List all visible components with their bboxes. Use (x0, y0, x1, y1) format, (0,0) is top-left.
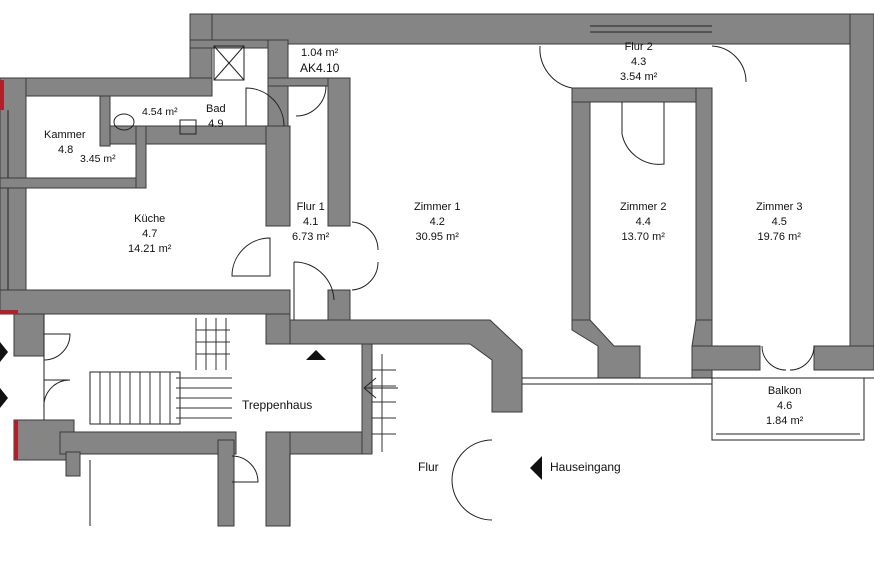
door-kueche (231, 237, 271, 277)
wall-bad-bottom (99, 125, 277, 145)
room-zimmer3-number: 4.5 (771, 216, 787, 228)
wall-right (849, 13, 874, 371)
wall-stair-bottom (59, 431, 237, 455)
wall-kammer-top (0, 77, 213, 97)
accent-left-top (0, 80, 4, 110)
wall-kueche-flur1 (265, 125, 291, 227)
wall-flur1-zimmer1 (327, 77, 351, 227)
room-flur1-name: Flur 1 (296, 201, 325, 213)
stair-outline (89, 371, 181, 425)
room-flur2-area: 3.54 m² (620, 71, 658, 83)
room-zimmer3: Zimmer 3 4.5 19.76 m² (756, 200, 802, 245)
stair-treads (99, 318, 396, 452)
wall-kammer-bottom (0, 177, 141, 189)
toilet (113, 113, 135, 131)
door-stair-left-2 (43, 379, 71, 409)
accent-left-mid (0, 310, 18, 314)
wall-flur-left (361, 343, 373, 455)
room-bad-number: 4.9 (208, 118, 224, 130)
room-bad-name: Bad (206, 103, 226, 115)
label-treppenhaus: Treppenhaus (242, 398, 313, 412)
door-ak (290, 85, 327, 117)
room-kueche-area: 14.21 m² (128, 243, 172, 255)
room-flur1: Flur 1 4.1 6.73 m² (292, 200, 329, 245)
room-zimmer2: Zimmer 2 4.4 13.70 m² (620, 200, 666, 245)
room-ak-number: AK4.10 (300, 61, 340, 75)
room-balkon: Balkon 4.6 1.84 m² (766, 384, 803, 429)
wall-kueche-top-right (135, 125, 147, 189)
room-kueche: Küche 4.7 14.21 m² (128, 212, 171, 257)
marker-left-1 (0, 342, 8, 362)
entry-marker-flur1 (306, 350, 326, 360)
room-kammer: Kammer 4.8 (44, 128, 86, 158)
wall-kammer-right (99, 95, 111, 147)
room-zimmer2-number: 4.4 (635, 216, 651, 228)
room-zimmer1-number: 4.2 (429, 216, 445, 228)
room-flur2-number: 4.3 (631, 56, 647, 68)
room-flur2-name: Flur 2 (624, 41, 653, 53)
room-ak-area: 1.04 m² (301, 47, 339, 59)
stair-arrow (363, 377, 398, 399)
room-kammer-area: 3.45 m² (80, 153, 116, 165)
door-balkon (761, 345, 815, 371)
wall-zimmer3-bottom-left (691, 345, 761, 371)
wall-zimmer2-bottom-left (571, 319, 641, 379)
accent-left-low (14, 420, 18, 460)
room-balkon-name: Balkon (767, 385, 802, 397)
label-flur: Flur (418, 460, 439, 474)
room-zimmer2-area: 13.70 m² (621, 231, 665, 243)
wall-stair-right (217, 439, 235, 527)
room-flur2: Flur 2 4.3 3.54 m² (620, 40, 657, 85)
room-zimmer2-name: Zimmer 2 (620, 201, 667, 213)
washbasin (179, 119, 197, 135)
door-flur-entry (451, 439, 493, 521)
room-balkon-area: 1.84 m² (766, 415, 804, 427)
room-kueche-name: Küche (134, 213, 166, 225)
room-kammer-number: 4.8 (58, 144, 74, 156)
wall-top (189, 13, 874, 45)
marker-left-2 (0, 388, 8, 408)
wall-bad-top (189, 39, 273, 49)
room-balkon-number: 4.6 (777, 400, 793, 412)
wall-landing-left (265, 431, 291, 527)
room-zimmer1: Zimmer 1 4.2 30.95 m² (414, 200, 460, 245)
room-flur1-area: 6.73 m² (292, 231, 330, 243)
door-flur2-right (711, 45, 747, 83)
room-flur1-number: 4.1 (303, 216, 319, 228)
door-landing (231, 455, 259, 483)
entry-marker-hauseingang (530, 456, 542, 480)
door-flur2-left (539, 45, 573, 89)
wall-stair-left (13, 313, 45, 357)
door-zimmer2 (621, 102, 665, 165)
room-zimmer3-area: 19.76 m² (757, 231, 801, 243)
room-ak: 1.04 m² AK4.10 (300, 46, 339, 76)
wall-flur1-zimmer1-low (327, 289, 351, 321)
wall-bad-left (189, 13, 213, 85)
room-kammer-name: Kammer (44, 129, 86, 141)
wall-zimmer3-bottom-right (813, 345, 874, 371)
wall-zimmer1-zimmer2 (571, 87, 591, 321)
wall-zimmer1-bottom (289, 319, 523, 413)
wall-flur2-bottom (571, 87, 713, 103)
wall-zimmer2-zimmer3 (695, 87, 713, 321)
wall-stair-bottom-2 (65, 451, 81, 477)
room-bad: Bad 4.9 (206, 102, 226, 132)
door-bad (245, 87, 285, 127)
door-stair-left (43, 333, 71, 361)
room-zimmer1-name: Zimmer 1 (414, 201, 461, 213)
room-kueche-number: 4.7 (142, 228, 158, 240)
room-bad-area: 4.54 m² (142, 106, 178, 118)
door-flur1 (293, 261, 335, 320)
room-zimmer1-area: 30.95 m² (415, 231, 459, 243)
wall-left (0, 77, 27, 311)
door-zimmer1 (351, 221, 379, 291)
wall-kueche-bottom (0, 289, 291, 315)
shower-tray (213, 45, 245, 81)
room-zimmer3-name: Zimmer 3 (756, 201, 803, 213)
label-hauseingang: Hauseingang (550, 460, 621, 474)
